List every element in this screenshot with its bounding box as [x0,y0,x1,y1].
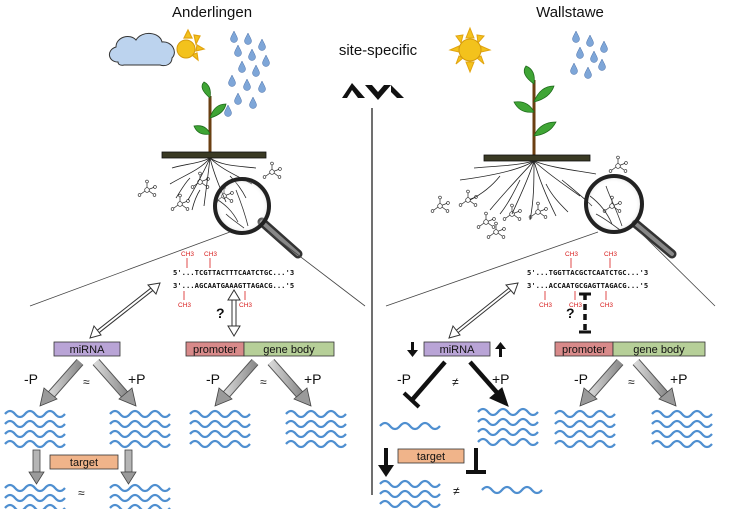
magnifier-icon-right [584,174,677,259]
transcript-waves-left-1 [3,409,67,449]
dna-methylation-left: 5'...TCGTTACTTTCAATCTGC...'3 3'...AGCAAT… [173,251,294,309]
rain-icon-right [570,30,608,79]
double-arrow-mirna-right [448,282,519,339]
ch3-label: CH3 [239,302,252,309]
site-title-wallstawe: Wallstawe [536,4,604,21]
approx-label-left2: ≈ [260,375,267,389]
magnifier-icon-left [213,177,303,259]
double-arrow-promoter-left [227,289,241,337]
minus-p-label-right2: -P [574,371,588,387]
cloud-icon [109,33,175,67]
dna-strand-top-right: 5'...TGGTTACGCTCAATCTGC...'3 [527,268,648,277]
mirna-box-left [53,341,121,357]
gene-body-label-right: gene body [633,344,685,356]
plant-right [483,65,591,162]
mirna-box-right [423,341,491,357]
target-label-right: target [417,451,445,463]
transcript-waves-left-4 [284,409,348,449]
mirna-label-left: miRNA [70,344,105,356]
approx-label-left3: ≈ [78,486,85,500]
not-equal-label-right2: ≠ [453,484,460,498]
mirna-label-right: miRNA [440,344,475,356]
expression-arrows-promoter-left [214,359,312,407]
gene-body-label-left: gene body [263,344,315,356]
transcript-waves-right-6 [480,485,544,495]
transcript-waves-right-4 [650,409,714,449]
minus-p-label-right1: -P [397,371,411,387]
sun-icon-right [448,26,492,74]
target-box-left [49,454,119,470]
gene-body-box-right [612,341,706,357]
zoom-lines-right [385,231,716,307]
rain-icon-left [224,30,270,117]
zoom-lines-left [29,231,366,307]
approx-label-right2: ≈ [628,375,635,389]
approx-label-left1: ≈ [83,375,90,389]
transcript-waves-left-5 [3,483,67,509]
arrow-down-mirna-right [407,342,418,357]
expression-arrows-promoter-right [579,359,677,407]
expression-arrows-mirna-right [402,360,509,409]
minus-p-label-left2: -P [206,371,220,387]
gene-body-box-left [243,341,335,357]
minus-p-label-left1: -P [24,371,38,387]
dna-strand-top-left: 5'...TCGTTACTTTCAATCTGC...'3 [173,268,294,277]
dna-methylation-right: 5'...TGGTTACGCTCAATCTGC...'3 3'...ACCAAT… [527,251,648,309]
plant-left [161,81,267,159]
ch3-label: CH3 [604,251,617,258]
dashed-inhibition-right [579,292,591,334]
plus-p-label-left2: +P [304,371,322,387]
question-mark-right: ? [566,305,575,321]
promoter-label-right: promoter [562,344,606,356]
site-specific-label: site-specific [339,42,418,59]
transcript-waves-left-3 [188,409,252,449]
question-mark-left: ? [216,305,225,321]
ch3-label: CH3 [600,302,613,309]
target-label-left: target [70,457,98,469]
ch3-label: CH3 [204,251,217,258]
ch3-label: CH3 [539,302,552,309]
target-box-right [397,448,465,464]
ch3-label: CH3 [181,251,194,258]
ch3-label: CH3 [178,302,191,309]
sun-icon-left [176,28,206,62]
target-arrows-left [28,449,137,485]
arrow-up-mirna-right [495,342,506,357]
site-title-anderlingen: Anderlingen [172,4,252,21]
transcript-waves-left-2 [108,409,172,449]
plus-p-label-right2: +P [670,371,688,387]
promoter-label-left: promoter [193,344,237,356]
transcript-waves-right-1 [378,421,442,431]
ch3-label: CH3 [565,251,578,258]
expression-arrows-mirna-left [39,359,137,407]
transcript-waves-right-5 [378,479,442,509]
transcript-waves-right-3 [553,409,617,449]
target-arrows-right [378,448,486,477]
plus-p-label-right1: +P [492,371,510,387]
transcript-waves-right-2 [476,407,540,447]
plus-p-label-left1: +P [128,371,146,387]
double-arrow-mirna-left [89,282,161,339]
roots-right [459,160,597,221]
ch3-label: CH3 [569,302,582,309]
dna-strand-bottom-left: 3'...AGCAATGAAAGTTAGACG...'5 [173,281,294,290]
site-specific-arrows [342,83,404,100]
transcript-waves-left-6 [108,483,172,509]
dna-strand-bottom-right: 3'...ACCAATGCGAGTTAGACG...'5 [527,281,648,290]
not-equal-label-right1: ≠ [452,375,459,389]
